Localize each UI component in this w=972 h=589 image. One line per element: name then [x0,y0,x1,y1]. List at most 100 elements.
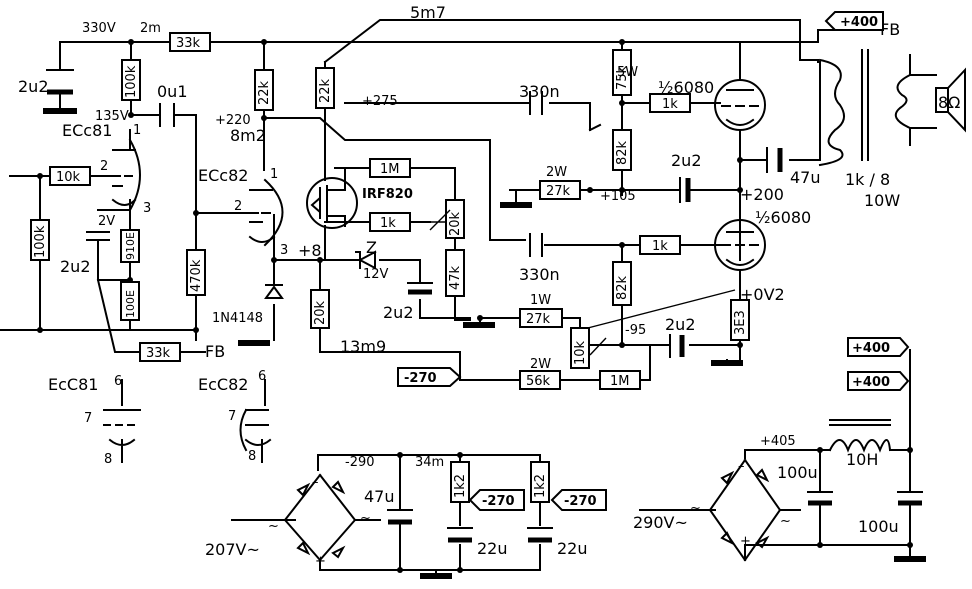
cap-330n-b: 330n [519,233,560,284]
cap-2u2-a: 2u2 [18,69,74,96]
svg-text:+400: +400 [840,15,878,30]
svg-text:3: 3 [280,243,288,258]
svg-text:34m: 34m [415,455,444,470]
svg-text:+220: +220 [215,113,251,128]
svg-text:Z: Z [366,238,377,257]
svg-text:EcC82: EcC82 [198,375,248,394]
svg-text:2u2: 2u2 [18,77,49,96]
resistor-3e3: 3E3 [730,299,750,341]
resistor-1m: 1M [369,158,411,178]
resistor-33k-fb: 33k [139,342,181,362]
svg-text:-290: -290 [345,455,375,470]
semiconductors: IRF820 1N4148 Z 12V [212,167,413,326]
svg-text:-270: -270 [404,371,437,386]
svg-text:8m2: 8m2 [230,126,266,145]
svg-text:-270: -270 [564,494,597,509]
svg-text:~: ~ [690,501,701,516]
flags: +400 +400 +400 -270 -270 -270 [397,11,910,511]
svg-text:1: 1 [133,123,141,138]
svg-text:~: ~ [360,511,371,526]
resistors: 33k 100k 22k 22k 10k 100k 910E 100E 470k… [30,32,750,503]
resistor-22k-a: 22k [254,69,274,111]
cap-47u-b: 47u [364,487,413,525]
resistor-27k-1w: 27k [519,308,563,328]
svg-text:10W: 10W [864,191,900,210]
resistor-56k: 56k [519,370,561,390]
flag-270-b: -270 [550,489,607,511]
svg-text:~: ~ [780,514,791,529]
svg-text:910E: 910E [124,232,137,260]
svg-text:1W: 1W [530,293,551,308]
resistor-1k-b: 1k [639,235,681,255]
svg-text:20k: 20k [448,211,463,236]
svg-text:2: 2 [234,199,242,214]
cap-2u2-b: 2u2 [60,231,110,276]
svg-text:1k2: 1k2 [453,474,468,498]
svg-text:100k: 100k [33,225,48,258]
resistor-1k2-a: 1k2 [450,461,470,503]
svg-text:1k: 1k [662,97,678,112]
svg-text:1M: 1M [610,374,630,389]
svg-text:47k: 47k [448,265,463,290]
svg-text:1N4148: 1N4148 [212,311,263,326]
resistor-100k-a: 100k [121,59,141,101]
resistor-100e: 100E [120,281,140,321]
resistor-82k-b: 82k [612,261,632,306]
svg-text:FB: FB [880,20,900,39]
svg-text:22u: 22u [557,539,588,558]
svg-text:+: + [315,554,326,569]
svg-text:7: 7 [228,409,236,424]
svg-text:1k2: 1k2 [533,474,548,498]
svg-text:IRF820: IRF820 [362,187,413,202]
svg-text:8: 8 [248,449,256,464]
svg-text:100k: 100k [124,65,139,98]
resistor-1k-a: 1k [649,93,691,113]
cap-0u1: 0u1 [157,82,188,127]
svg-text:+200: +200 [740,185,784,204]
cap-2u2-e: 2u2 [665,315,696,358]
flag-400-low: +400 [847,371,910,391]
svg-text:-270: -270 [482,494,515,509]
tubes: 1 2 3 ECc81 1 2 3 ECc82 ½6080 ½6080 6 [48,78,811,467]
svg-text:2u2: 2u2 [60,257,91,276]
svg-text:-95: -95 [625,323,646,338]
svg-text:207V~: 207V~ [205,540,260,559]
svg-text:100E: 100E [124,290,137,318]
svg-text:+400: +400 [852,341,890,356]
svg-text:2u2: 2u2 [671,151,702,170]
svg-text:3E3: 3E3 [733,310,748,335]
svg-text:22u: 22u [477,539,508,558]
svg-text:6: 6 [114,374,122,389]
svg-text:1M: 1M [380,162,400,177]
bridge-rectifier-left: – + ~ ~ 207V~ [205,475,371,569]
svg-text:3: 3 [143,201,151,216]
flag-270-a: -270 [468,489,525,511]
cap-47u-a: 47u [766,147,821,187]
cap-330n-a: 330n [519,82,560,115]
svg-text:+400: +400 [852,375,890,390]
flag-400-mid: +400 [847,337,910,357]
svg-text:56k: 56k [526,374,551,389]
tube-6080-b: ½6080 [714,208,811,271]
resistor-27k-2w: 27k [539,180,581,200]
pot-10k: 10k [570,327,607,369]
svg-text:–: – [312,475,319,490]
svg-text:+: + [740,534,751,549]
bridge-rectifier-right: –+ ~~ 290V~ [633,459,791,549]
svg-text:27k: 27k [526,312,551,327]
svg-text:22k: 22k [257,80,272,105]
diode-1n4148: 1N4148 [212,284,284,326]
svg-text:8: 8 [104,452,112,467]
capacitors: 2u2 0u1 2u2 330n 330n 2u2 47u 2u2 2u2 47… [18,69,923,558]
pot-20k: 20k [429,199,465,239]
cap-100u-b: 100u [858,491,923,536]
svg-text:1: 1 [270,167,278,182]
svg-text:13m9: 13m9 [340,337,386,356]
svg-text:0u1: 0u1 [157,82,188,101]
svg-text:290V~: 290V~ [633,513,688,532]
node-labels: 330V 2m 5m7 135V +220 8m2 +275 +8 +105 +… [82,3,796,470]
svg-text:100u: 100u [858,517,899,536]
svg-text:~: ~ [268,519,279,534]
svg-text:1k: 1k [652,239,668,254]
zener-12v: Z 12V [355,238,389,282]
